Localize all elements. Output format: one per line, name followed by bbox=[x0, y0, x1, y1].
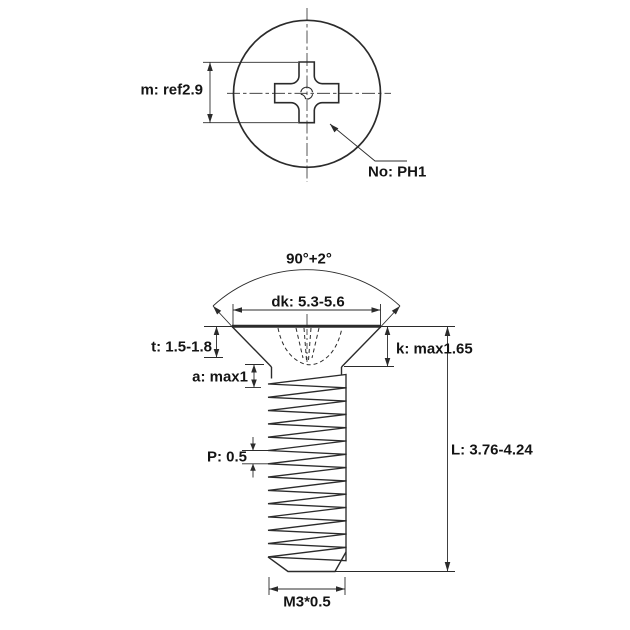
thread-crest bbox=[267, 413, 347, 429]
angle-arrow-left bbox=[213, 306, 222, 315]
a-arrow-top bbox=[251, 364, 257, 373]
top-view bbox=[203, 8, 407, 182]
thread-crest bbox=[267, 520, 347, 535]
angle-arrow-right bbox=[391, 306, 400, 315]
dk-arrow-right bbox=[371, 307, 381, 313]
dk-arrow-left bbox=[233, 307, 242, 313]
l-arrow-bottom bbox=[444, 562, 451, 572]
thread-crest bbox=[267, 373, 347, 389]
p-dimension-label: P: 0.5 bbox=[206, 448, 247, 466]
m-dimension bbox=[203, 61, 298, 124]
head-angle-label: 90°+2° bbox=[286, 250, 332, 268]
recess-leader-arrow bbox=[330, 124, 339, 133]
l-arrow-top bbox=[444, 326, 451, 336]
t-dimension-label: t: 1.5-1.8 bbox=[151, 338, 212, 356]
p-arrow-upper bbox=[250, 443, 256, 451]
phillips-inner-arcs bbox=[300, 86, 314, 100]
thread-crest bbox=[267, 533, 347, 549]
recess-leader-line bbox=[329, 123, 407, 162]
l-dimension bbox=[335, 326, 455, 572]
thread-crest bbox=[267, 387, 347, 402]
l-dimension-label: L: 3.76-4.24 bbox=[451, 441, 533, 459]
thread-crest bbox=[267, 400, 347, 416]
thread-spec-label: M3*0.5 bbox=[283, 593, 331, 611]
k-dimension-label: k: max1.65 bbox=[396, 340, 473, 358]
head-cone-left bbox=[231, 326, 273, 368]
screw-tip bbox=[267, 551, 347, 573]
thread-crest bbox=[267, 426, 347, 442]
head-cone-right bbox=[340, 326, 382, 368]
hidden-recess-lines bbox=[277, 327, 343, 366]
thread-pattern bbox=[267, 373, 347, 562]
phillips-recess-outline bbox=[273, 61, 340, 124]
t-arrow-top bbox=[213, 326, 220, 335]
thread-crest bbox=[267, 546, 347, 562]
dk-dimension-label: dk: 5.3-5.6 bbox=[271, 293, 345, 311]
m-dimension-label: m: ref2.9 bbox=[140, 81, 203, 99]
p-arrow-lower bbox=[250, 463, 256, 471]
thread-crest bbox=[267, 466, 347, 482]
side-view bbox=[204, 269, 455, 595]
m3-dimension bbox=[268, 577, 346, 595]
thread-crest bbox=[267, 440, 347, 456]
k-arrow-top bbox=[384, 326, 391, 335]
m3-arrow-left bbox=[269, 586, 278, 592]
thread-crest bbox=[267, 453, 347, 469]
a-dimension-label: a: max1 bbox=[192, 368, 248, 386]
recess-type-label: No: PH1 bbox=[368, 163, 427, 181]
thread-crest bbox=[267, 493, 347, 509]
m3-arrow-right bbox=[336, 586, 345, 592]
k-arrow-bottom bbox=[384, 358, 391, 367]
m-arrow-bottom bbox=[207, 114, 213, 123]
thread-crest bbox=[267, 480, 347, 495]
thread-crest bbox=[267, 506, 347, 522]
t-arrow-bottom bbox=[213, 349, 220, 358]
m-arrow-top bbox=[207, 62, 213, 71]
a-arrow-bottom bbox=[251, 379, 257, 388]
dk-dimension bbox=[232, 304, 381, 325]
